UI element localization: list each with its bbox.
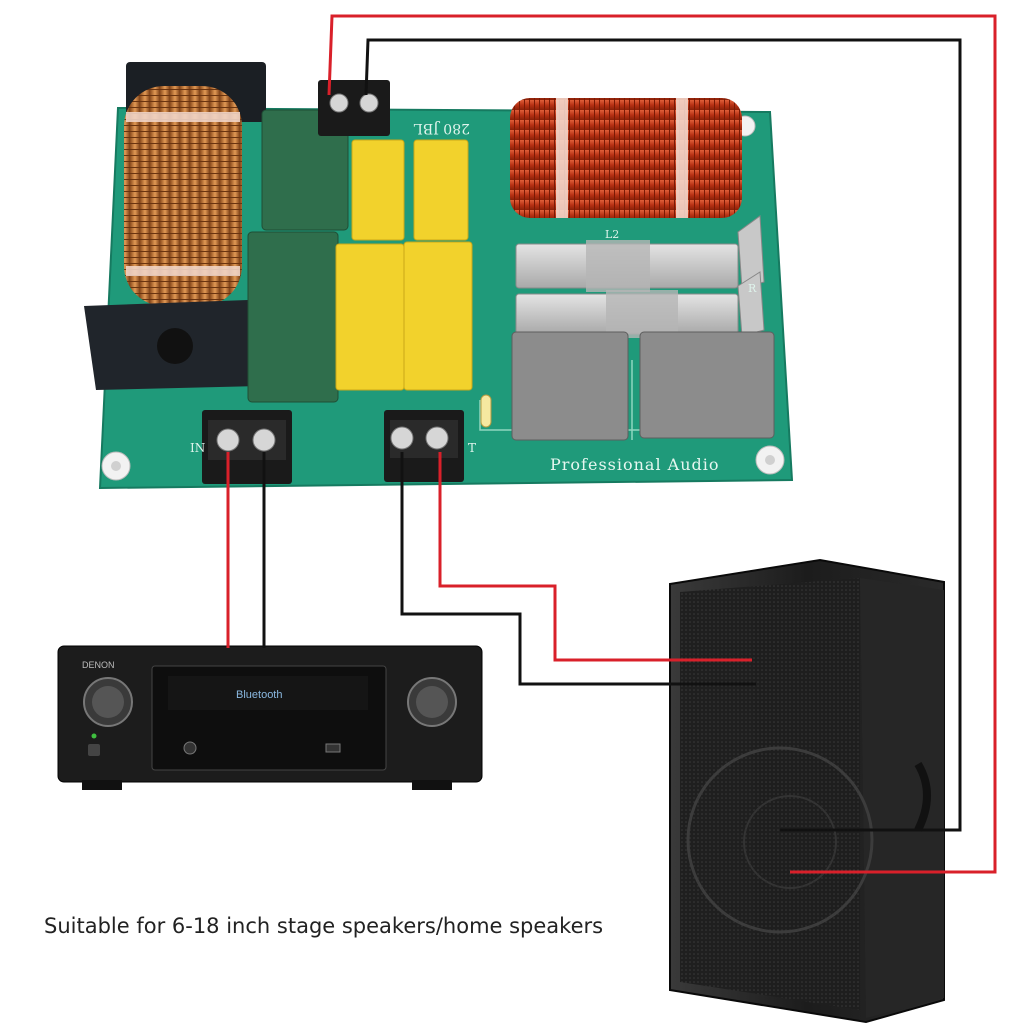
cable-tie — [556, 98, 568, 218]
speaker-side — [860, 578, 944, 1018]
wiring — [226, 14, 997, 874]
red-wire-bass-positive — [327, 14, 997, 874]
silkscreen-code: 280 JBL — [414, 120, 470, 136]
terminal-screw — [390, 426, 414, 450]
fuse — [480, 394, 492, 428]
inductor-coil — [510, 98, 742, 218]
inductor-core — [157, 328, 193, 364]
cable-tie — [676, 98, 688, 218]
yellow-capacitor — [413, 139, 469, 241]
resistor-mark: R — [748, 282, 757, 295]
mount-hole — [111, 461, 121, 471]
yellow-capacitor — [403, 241, 473, 391]
input-terminal-mark: IN — [190, 441, 205, 455]
mount-hole — [765, 455, 775, 465]
handle — [914, 761, 931, 832]
green-capacitor — [247, 231, 339, 403]
receiver-brand: DENON — [82, 660, 115, 670]
cable-tie — [126, 112, 240, 122]
input-knob — [416, 686, 448, 718]
av-receiver: DENON Bluetooth — [57, 645, 483, 790]
yellow-capacitor — [335, 243, 405, 391]
resistor-lead — [737, 215, 765, 289]
power-led — [91, 733, 97, 739]
cable-tie — [126, 266, 240, 276]
receiver-foot — [82, 780, 122, 790]
display-text: Bluetooth — [236, 689, 282, 701]
top-terminal-block — [318, 80, 390, 136]
input-terminal-block: IN — [190, 410, 292, 484]
volume-knob — [92, 686, 124, 718]
terminal-screw — [359, 93, 379, 113]
headphone-jack — [183, 741, 197, 755]
yellow-capacitor — [351, 139, 405, 241]
terminal-screw — [252, 428, 276, 452]
power-button — [88, 744, 100, 756]
inductor-mark: L2 — [605, 228, 619, 241]
grey-capacitor — [511, 331, 629, 441]
woofer-outline — [686, 746, 874, 934]
black-wire-bass-negative — [364, 38, 962, 832]
resistor-clip — [586, 240, 650, 292]
black-wire-high-negative — [400, 452, 756, 686]
crossover-board: 280 JBL L2 R Professional Audio IN — [84, 62, 794, 490]
usb-port — [325, 743, 341, 753]
resistor-clip — [606, 290, 678, 338]
speaker-grille — [680, 578, 860, 1010]
caption: Suitable for 6-18 inch stage speakers/ho… — [44, 914, 604, 938]
inductor-coil — [124, 86, 242, 306]
pa-speaker — [669, 558, 945, 1024]
board-brand-label: Professional Audio — [550, 455, 720, 474]
resistor-lead — [737, 271, 765, 337]
copper-inductor — [84, 62, 266, 390]
grey-capacitor — [639, 331, 775, 439]
terminal-screw — [329, 93, 349, 113]
red-inductor: 280 JBL — [414, 98, 742, 218]
output-terminal-block: T — [384, 410, 476, 482]
red-wire-high-positive — [438, 452, 752, 662]
output-terminal-mark: T — [468, 441, 476, 455]
receiver-foot — [412, 780, 452, 790]
green-capacitor — [261, 109, 349, 231]
terminal-screw — [425, 426, 449, 450]
display-panel — [168, 676, 368, 710]
cement-resistor — [515, 215, 765, 292]
cement-resistor — [515, 271, 765, 338]
woofer-cone — [743, 795, 837, 889]
terminal-screw — [216, 428, 240, 452]
